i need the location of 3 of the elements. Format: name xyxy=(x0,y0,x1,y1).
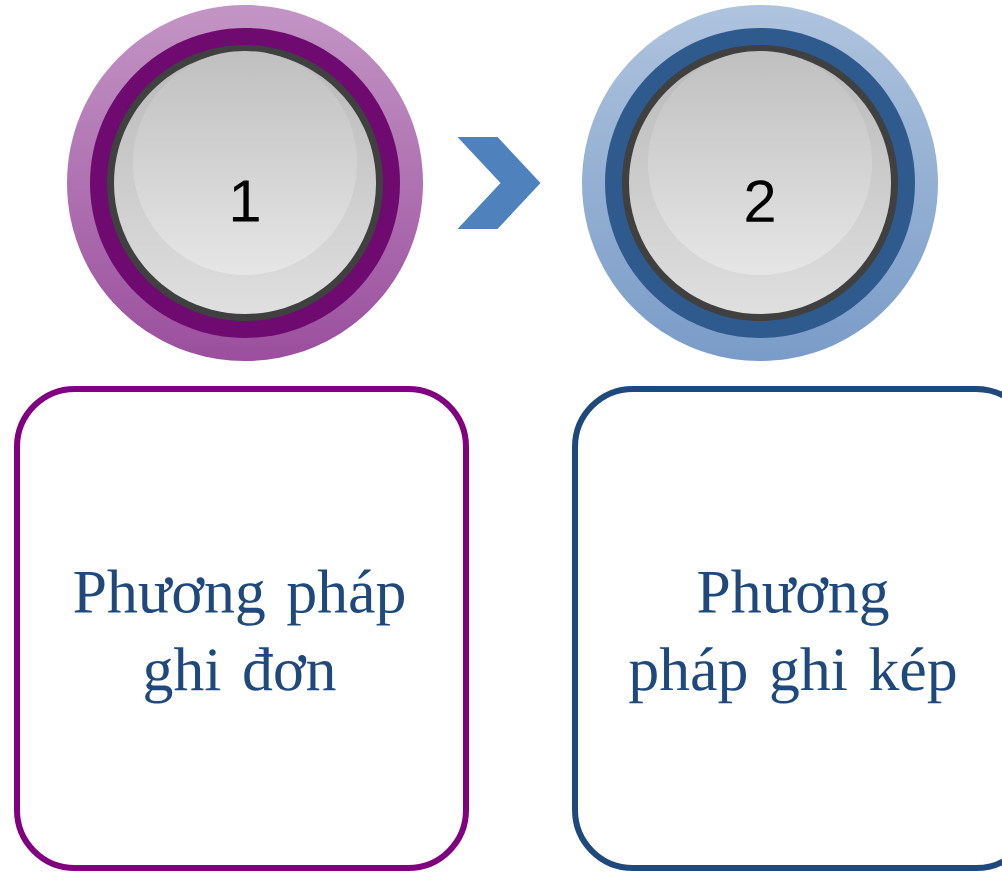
text-box: Phương pháp ghi kép xyxy=(572,386,1002,871)
chevron-arrow xyxy=(457,137,541,229)
text-box: Phương pháp ghi đơn xyxy=(14,386,469,871)
